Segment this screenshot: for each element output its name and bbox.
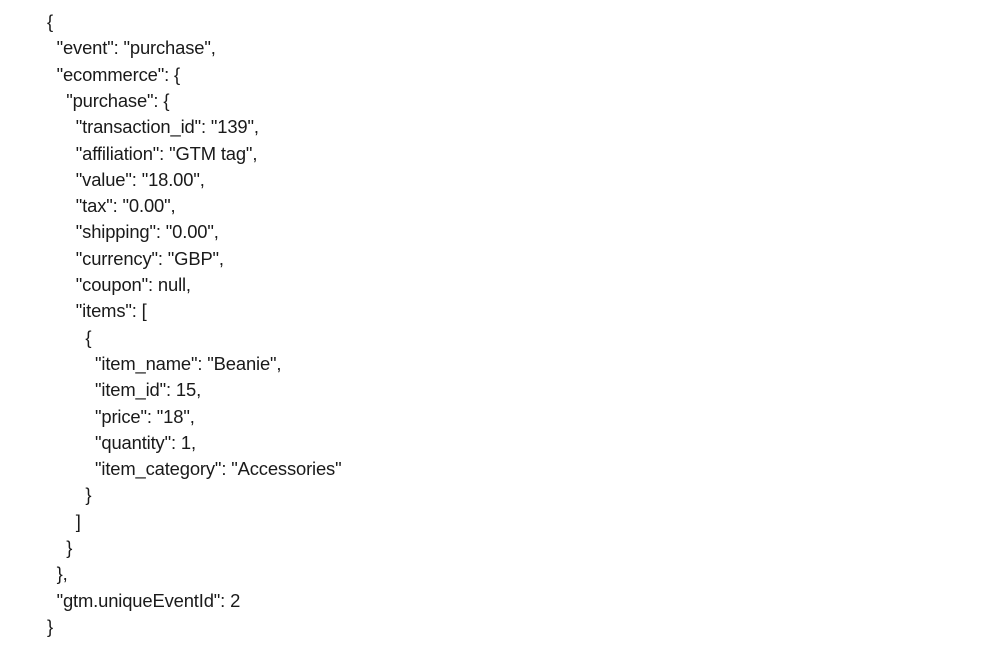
json-line: "ecommerce": { [56, 63, 181, 85]
json-line: "coupon": null, [75, 274, 191, 295]
json-line: "item_id": 15, [95, 379, 202, 401]
json-line: }, [56, 563, 68, 585]
json-line: "price": "18", [95, 405, 195, 427]
json-line: { [47, 11, 53, 32]
json-line: "shipping": "0.00", [75, 221, 219, 243]
json-line: "currency": "GBP", [75, 247, 224, 269]
json-line: "event": "purchase", [56, 37, 216, 59]
json-line: "tax": "0.00", [75, 195, 176, 217]
json-line: "items": [ [75, 300, 147, 322]
json-line: "affiliation": "GTM tag", [75, 142, 258, 164]
json-line: } [66, 537, 73, 558]
json-line: "gtm.uniqueEventId": 2 [56, 589, 241, 611]
json-line: "item_name": "Beanie", [95, 352, 282, 374]
json-line: ] [75, 510, 81, 532]
json-line: } [85, 484, 92, 506]
json-line: "transaction_id": "139", [75, 116, 259, 138]
json-line: "quantity": 1, [95, 431, 196, 453]
json-line: } [47, 615, 53, 637]
json-line: "purchase": { [66, 89, 170, 111]
json-line: "item_category": "Accessories" [95, 458, 342, 480]
json-line: "value": "18.00", [75, 168, 205, 190]
json-line: { [85, 326, 92, 348]
